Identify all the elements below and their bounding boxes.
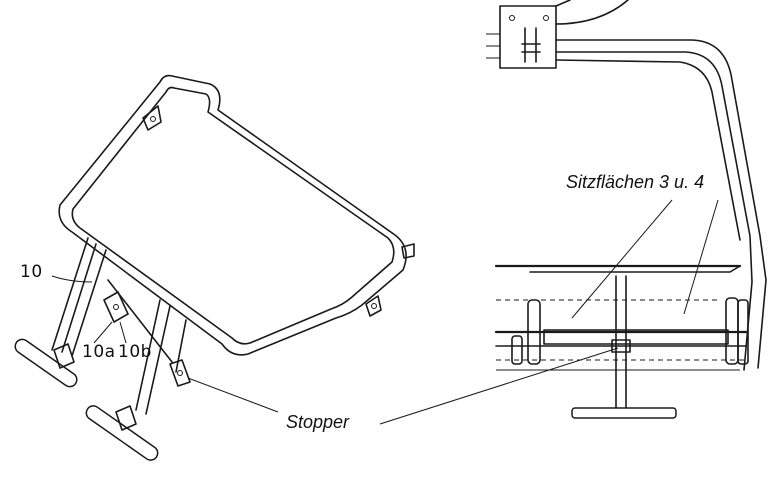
- leader-seat-4: [683, 199, 719, 315]
- label-seats: Sitzflächen 3 u. 4: [566, 172, 705, 192]
- backrest-tube-inner: [555, 51, 753, 371]
- leg-rear-right: [175, 319, 187, 373]
- rail-end-left: [511, 335, 523, 365]
- seat-frame-outer: [58, 74, 407, 356]
- seat-assembly-drawing: [486, 0, 767, 419]
- frame-lug-side: [401, 243, 415, 259]
- seat-frame-drawing: [14, 74, 415, 461]
- foot-tube-2: [85, 405, 159, 461]
- frame-lug-right: [365, 295, 382, 317]
- stopper-part: [169, 359, 191, 387]
- label-stopper: Stopper: [286, 412, 350, 432]
- rail-end-right-2: [737, 299, 749, 365]
- leader-10a: [93, 321, 113, 344]
- leader-stopper-left: [187, 377, 279, 413]
- foot-clamp-2: [115, 405, 137, 431]
- leader-seat-3: [571, 199, 673, 319]
- foot-tube-1: [14, 338, 78, 388]
- leader-10: [51, 275, 93, 283]
- label-part-10b: 10b: [118, 342, 152, 362]
- rail-end-left-2: [527, 299, 541, 365]
- bracket-10a: [103, 291, 129, 323]
- leader-10b: [119, 321, 127, 344]
- seat-frame-inner: [71, 86, 395, 345]
- center-post: [615, 275, 627, 411]
- foot-clamp-1: [53, 343, 75, 369]
- leg-rear-left: [51, 237, 89, 351]
- mount-plate: [499, 5, 557, 69]
- label-part-10a: 10a: [82, 342, 116, 362]
- leg-rear-front: [135, 299, 171, 415]
- post-foot: [571, 407, 677, 419]
- frame-lug-top: [142, 105, 162, 131]
- label-part-10: 10: [20, 262, 43, 282]
- backrest-tube-outer: [555, 39, 767, 369]
- leader-stopper-right: [379, 347, 619, 425]
- leg-10-front: [61, 243, 107, 357]
